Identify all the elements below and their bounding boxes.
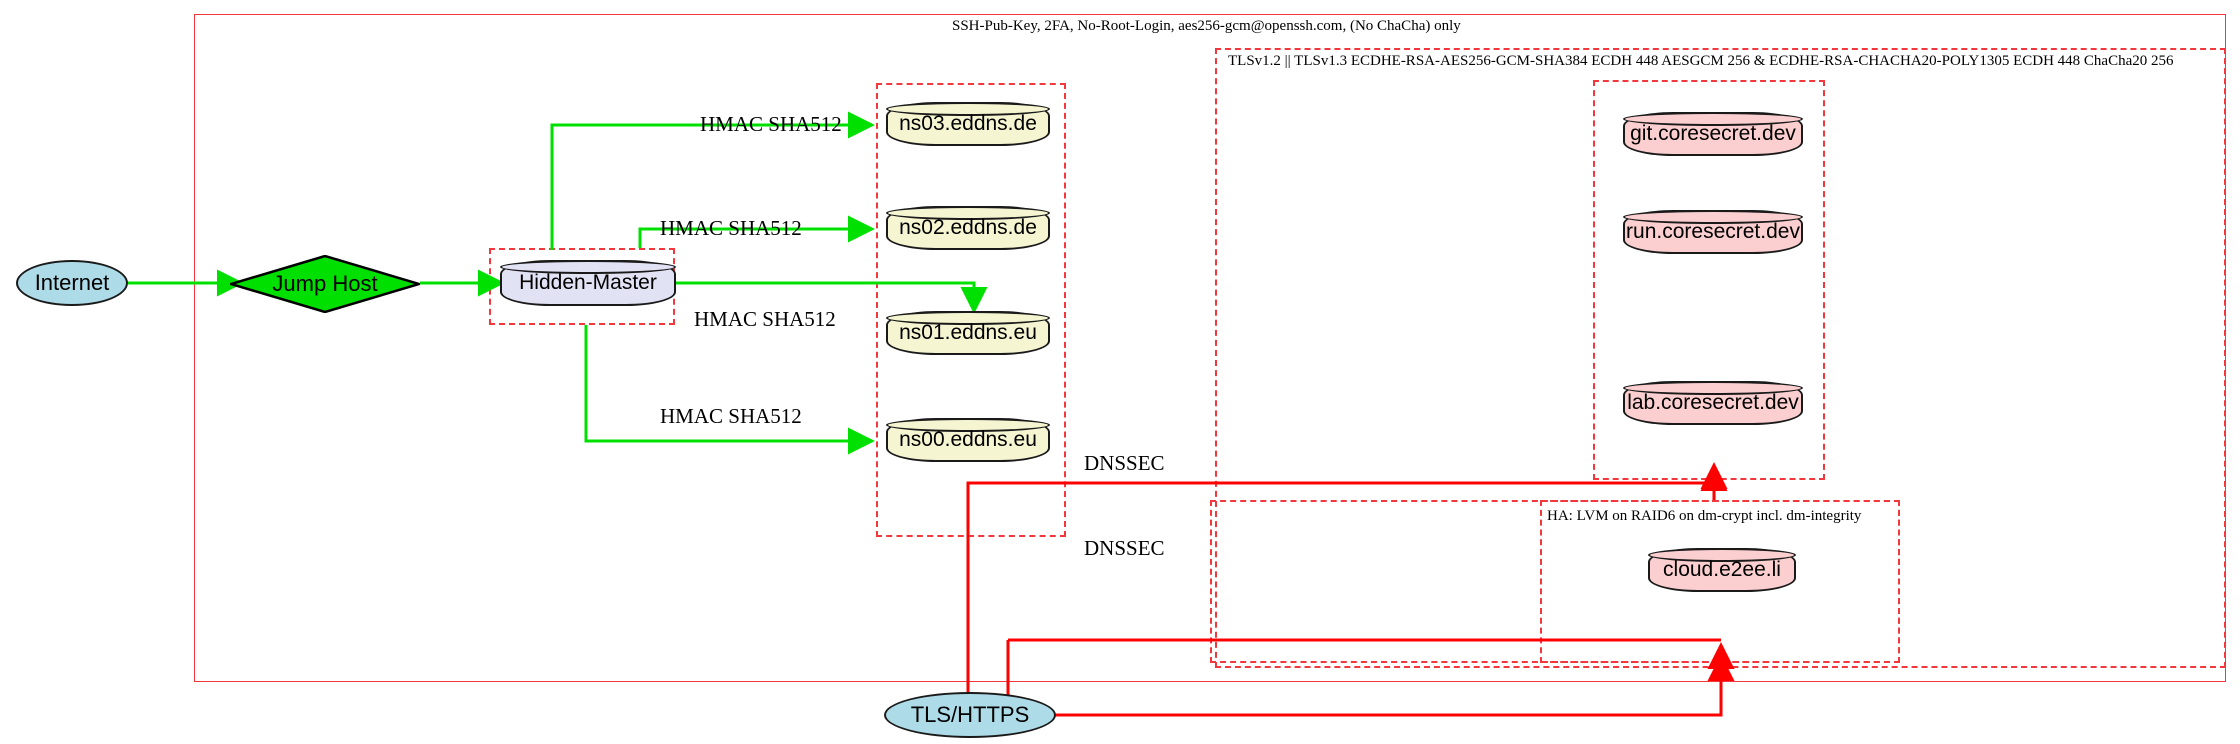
jump-host-diamond-shape	[226, 254, 424, 314]
node-ns00[interactable]: ns00.eddns.eu	[886, 418, 1050, 462]
cluster-dns-group	[876, 83, 1066, 537]
node-run-coresecret[interactable]: run.coresecret.dev	[1623, 210, 1803, 254]
node-tls-https-label: TLS/HTTPS	[910, 702, 1030, 727]
node-cloud-e2ee[interactable]: cloud.e2ee.li	[1648, 548, 1796, 592]
node-ns00-label: ns00.eddns.eu	[899, 428, 1037, 451]
edge-label-hmac-ns02: HMAC SHA512	[660, 216, 802, 240]
node-git-label: git.coresecret.dev	[1630, 122, 1796, 145]
node-ns01[interactable]: ns01.eddns.eu	[886, 311, 1050, 355]
node-git-coresecret[interactable]: git.coresecret.dev	[1623, 112, 1803, 156]
edge-label-dnssec-upper: DNSSEC	[1084, 451, 1165, 475]
node-ns02[interactable]: ns02.eddns.de	[886, 206, 1050, 250]
node-lab-label: lab.coresecret.dev	[1627, 391, 1799, 414]
node-internet-label: Internet	[34, 270, 110, 295]
node-jump-host[interactable]: Jump Host	[226, 254, 424, 314]
node-tls-https[interactable]: TLS/HTTPS	[884, 692, 1056, 738]
node-ns02-label: ns02.eddns.de	[899, 216, 1037, 239]
node-jump-host-label: Jump Host	[272, 271, 378, 296]
edge-label-hmac-ns03: HMAC SHA512	[700, 112, 842, 136]
edge-label-dnssec-lower: DNSSEC	[1084, 536, 1165, 560]
node-hidden-master[interactable]: Hidden-Master	[500, 260, 676, 306]
cluster-tls-label: TLSv1.2 || TLSv1.3 ECDHE-RSA-AES256-GCM-…	[1228, 53, 2174, 69]
node-cloud-label: cloud.e2ee.li	[1663, 558, 1781, 581]
node-lab-coresecret[interactable]: lab.coresecret.dev	[1623, 381, 1803, 425]
edge-label-hmac-ns00: HMAC SHA512	[660, 404, 802, 428]
cluster-ssh-label: SSH-Pub-Key, 2FA, No-Root-Login, aes256-…	[952, 18, 1461, 34]
node-ns01-label: ns01.eddns.eu	[899, 321, 1037, 344]
node-run-label: run.coresecret.dev	[1626, 220, 1800, 243]
node-ns03-label: ns03.eddns.de	[899, 112, 1037, 135]
node-hidden-master-label: Hidden-Master	[519, 271, 657, 294]
node-ns03[interactable]: ns03.eddns.de	[886, 102, 1050, 146]
node-internet[interactable]: Internet	[16, 260, 128, 306]
edge-label-hmac-ns01: HMAC SHA512	[694, 307, 836, 331]
cluster-ha-label: HA: LVM on RAID6 on dm-crypt incl. dm-in…	[1547, 508, 1862, 524]
